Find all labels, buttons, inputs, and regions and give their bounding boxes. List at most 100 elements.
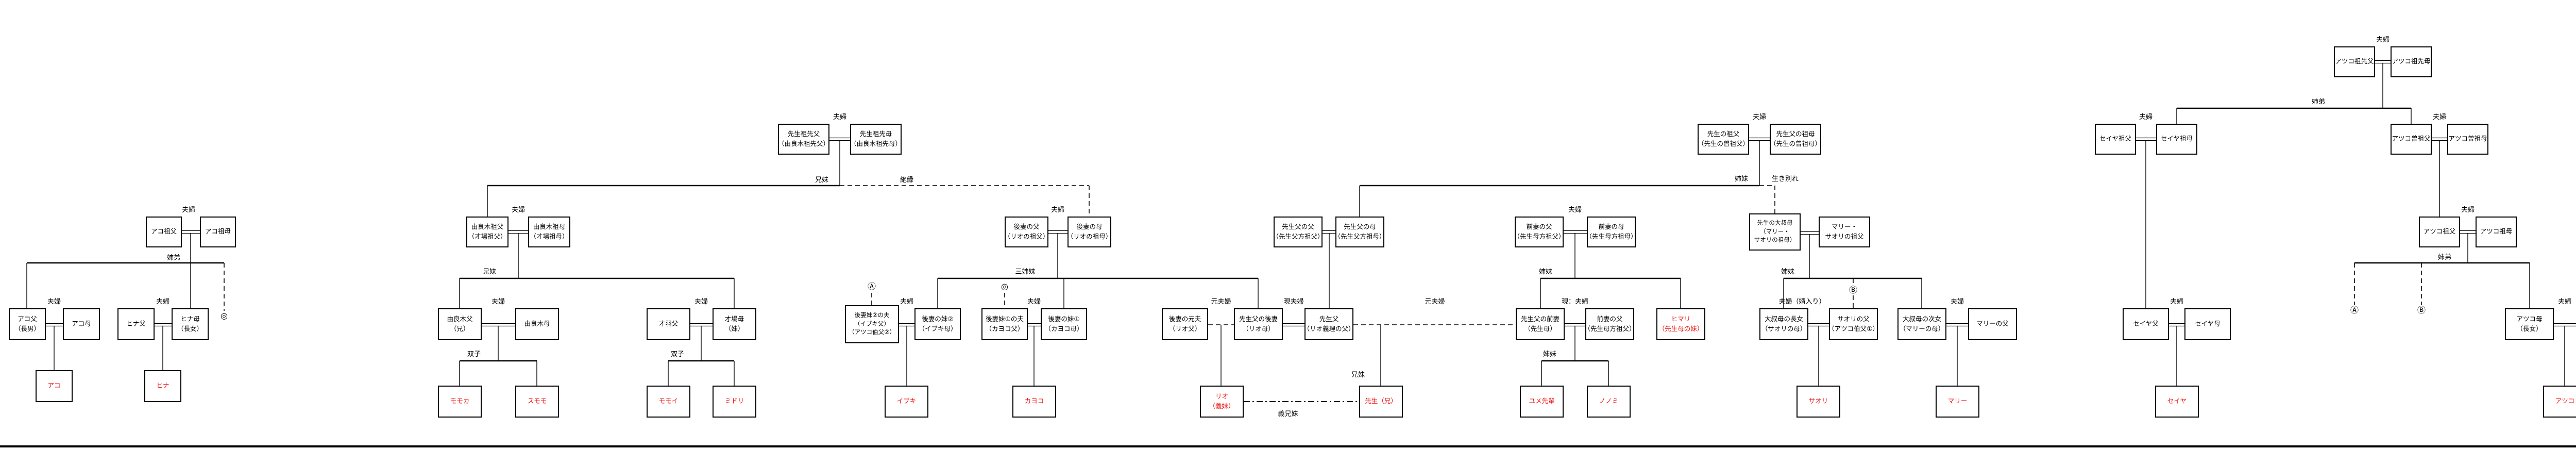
person-box-label: ヒナ父 — [126, 320, 146, 328]
person-box-saori-father: サオリの父（アツコ伯父①） — [1828, 308, 1879, 340]
person-box-ako: アコ — [36, 370, 73, 402]
person-box-label: （由良木祖先父） — [778, 140, 830, 147]
person-box-label: アコ父 — [18, 315, 37, 323]
person-box-label: モモカ — [450, 397, 470, 405]
person-box-yuragi-father: 由良木父（兄） — [438, 308, 482, 340]
person-box-label: アコ祖父 — [150, 228, 177, 236]
connector-symbol-c-circled-a-ibuki: Ⓐ — [867, 282, 876, 291]
person-box-ako-father: アコ父（長男） — [9, 308, 46, 340]
person-box-label: セイヤ — [2167, 397, 2187, 405]
person-box-marie-saori-grandfather: マリー・サオリの祖父 — [1819, 217, 1870, 247]
person-box-label: 由良木祖母 — [533, 223, 566, 230]
person-box-label: アツコ母 — [2516, 315, 2543, 323]
person-box-sensei-grandmother: 先生父の祖母（先生の曾祖母） — [1770, 124, 1821, 155]
person-box-label: サオリ — [1808, 397, 1828, 405]
relationship-label: 姉弟 — [166, 254, 181, 261]
person-box-label: マリーの父 — [1976, 320, 2009, 328]
person-box-label: サオリの祖父 — [1825, 233, 1864, 240]
person-box-label: アコ祖母 — [205, 228, 231, 236]
person-box-label: 先生祖先母 — [859, 130, 892, 138]
relationship-label: 夫婦 — [2170, 297, 2184, 305]
person-box-seiya-grandmother: セイヤ祖母 — [2156, 124, 2197, 155]
person-box-label: （リオの祖父） — [1004, 233, 1049, 240]
person-box-gosai-mother: 後妻の母（リオの祖母） — [1067, 217, 1112, 247]
person-box-label: アツコ祖先母 — [2392, 58, 2431, 65]
person-box-label: ノノミ — [1599, 397, 1619, 405]
person-box-label: アツコ — [2555, 397, 2575, 405]
person-box-seiya-grandfather: セイヤ祖父 — [2095, 124, 2136, 155]
person-box-label: 由良木母 — [524, 320, 550, 328]
person-box-ako-grandfather: アコ祖父 — [146, 217, 182, 247]
person-box-label: （先生の曽祖父） — [1698, 140, 1750, 147]
person-box-atsuko-ancestor-mother: アツコ祖先母 — [2391, 46, 2432, 77]
person-box-label: 先生父の父 — [1282, 223, 1314, 230]
person-box-zensai-mother: 前妻の母（先生母方祖母） — [1586, 217, 1637, 247]
relationship-label: 兄妹 — [482, 268, 497, 275]
relationship-label: 夫婦 — [156, 297, 170, 305]
person-box-sensei-paternal-grandmother: 先生父の母（先生父方祖母） — [1334, 217, 1386, 247]
relationship-label: 姉妹 — [1538, 268, 1553, 275]
person-box-label: 先生父の後妻 — [1239, 315, 1278, 323]
person-box-label: （由良木祖先母） — [850, 140, 902, 147]
person-box-label: （妹） — [724, 325, 744, 332]
person-box-atsuko-mother: アツコ母 （長女） — [2505, 308, 2554, 340]
person-box-label: ユメ先輩 — [1529, 397, 1555, 405]
person-box-label: 才羽父 — [658, 320, 679, 328]
person-box-rio-father: 後妻の元夫（リオ父） — [1162, 308, 1208, 340]
person-box-label: カヨコ — [1024, 397, 1044, 405]
person-box-ako-mother: アコ母 — [63, 308, 100, 340]
connector-symbol-c-double-circle-kayoko: ◎ — [1001, 282, 1008, 291]
person-box-label: リオ — [1215, 392, 1228, 400]
person-box-label: 先生父 — [1319, 315, 1339, 323]
person-box-label: 前妻の父 — [1597, 315, 1623, 323]
person-box-marie-father: マリーの父 — [1968, 308, 2017, 340]
person-box-label: イブキ — [896, 397, 917, 405]
person-box-label: アツコ曾祖母 — [2448, 135, 2487, 143]
connector-symbol-c-double-circle-left: ◎ — [221, 312, 228, 321]
person-box-label: 後妻の妹② — [922, 315, 954, 323]
person-box-label: 後妻の妹① — [1048, 315, 1080, 323]
person-box-momoi: モモイ — [647, 386, 690, 418]
relationship-label: 夫婦 — [833, 113, 847, 121]
person-box-zensai-father-upper: 前妻の父（先生母方祖父） — [1514, 217, 1565, 247]
relationship-label: 元夫婦 — [1425, 297, 1445, 305]
person-box-label: （イブキ母） — [918, 325, 957, 332]
relationship-label: 絶縁 — [900, 176, 914, 184]
person-box-label: サオリの父 — [1837, 315, 1870, 323]
person-box-ibuki-mother: 後妻の妹② （イブキ母） — [914, 308, 961, 340]
person-box-sensei-father: 先生父（リオ義理の父） — [1303, 308, 1355, 340]
person-box-label: アツコ祖母 — [2480, 228, 2513, 236]
person-box-label: 先生の大叔母 — [1757, 220, 1793, 226]
person-box-rio: リオ（義妹） — [1200, 386, 1244, 418]
person-box-label: モモイ — [658, 397, 679, 405]
person-box-label: 前妻の父 — [1526, 223, 1552, 230]
person-box-label: （長女） — [2516, 325, 2543, 332]
person-box-label: アツコ曾祖父 — [2392, 135, 2431, 143]
relationship-label: 夫婦 — [181, 206, 196, 213]
person-box-label: （先生の曾祖母） — [1770, 140, 1822, 147]
person-box-himari: ヒマリ（先生母の妹） — [1656, 308, 1705, 340]
person-box-label: （才場祖母） — [530, 233, 569, 240]
relationship-label: 姉弟 — [2437, 253, 2452, 261]
person-box-ako-grandmother: アコ祖母 — [200, 217, 236, 247]
relationship-label: 夫婦 — [2557, 297, 2572, 305]
relationship-label: 夫婦 — [47, 297, 61, 305]
person-box-label: （先生母の妹） — [1658, 325, 1704, 332]
person-box-marie-mother: 大叔母の次女（マリーの母） — [1897, 308, 1946, 340]
person-box-ibuki-father: 後妻妹②の夫（イブキ父）（アツコ伯父②） — [845, 305, 899, 343]
person-box-seiya: セイヤ — [2155, 386, 2199, 418]
person-box-kayoko: カヨコ — [1012, 386, 1056, 418]
person-box-kayoko-father: 後妻妹①の夫（カヨコ父） — [981, 308, 1028, 340]
relationship-label: 現夫婦 — [1283, 297, 1304, 305]
person-box-label: ヒナ母 — [180, 315, 200, 323]
person-box-atsuko-grandmother: アツコ祖母 — [2476, 217, 2517, 247]
person-box-sensei-great-aunt: 先生の大叔母（マリー・サオリの祖母） — [1749, 213, 1801, 251]
person-box-label: マリー — [1947, 397, 1968, 405]
person-box-label: （先生父方祖母） — [1334, 233, 1386, 240]
person-box-label: 先生（兄） — [1365, 397, 1397, 405]
relationship-label: 兄妹 — [1351, 371, 1365, 378]
person-box-gosai-father: 後妻の父（リオの祖父） — [1004, 217, 1049, 247]
person-box-yume-senpai: ユメ先輩 — [1520, 386, 1564, 418]
person-box-label: 先生祖先父 — [787, 130, 820, 138]
